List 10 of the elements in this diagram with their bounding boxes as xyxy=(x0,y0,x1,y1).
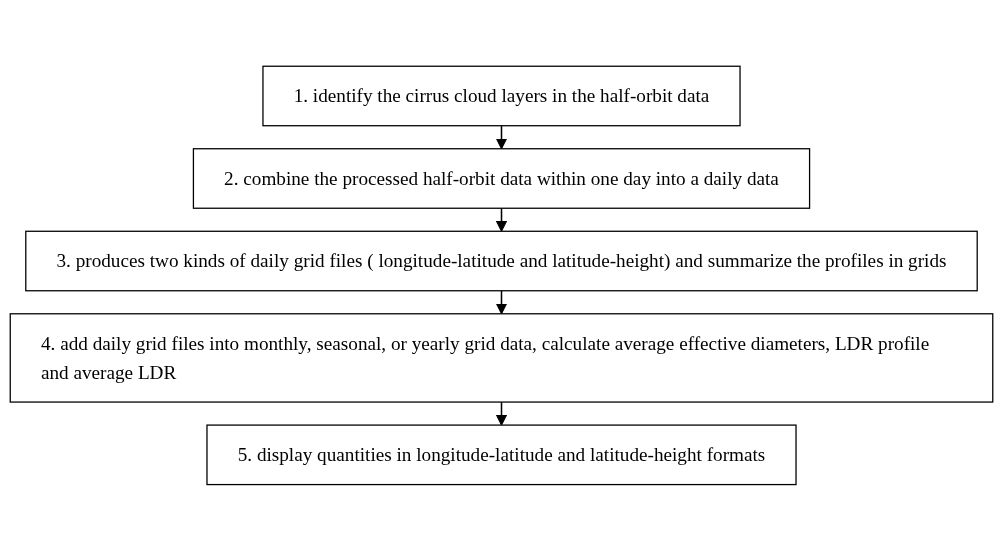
flowchart: 1. identify the cirrus cloud layers in the half-orbit data 2. combine the processed half-orbit data within one day into a daily data 3. produces two kinds of daily grid files ( longitude-latitude and latitude-height) and summarize the profiles in grids 4. add daily grid files into monthly, seasonal, or yearly grid data, calculate average effective diameters, LDR profile and average LDR 5. display quantities in longitude-latitude and latitude-height formats xyxy=(0,55,1003,495)
node-box xyxy=(206,424,797,485)
arrow xyxy=(495,289,508,314)
node-box xyxy=(9,312,994,403)
arrow xyxy=(495,124,508,149)
node-box xyxy=(192,147,811,209)
arrow xyxy=(495,207,508,232)
node-box xyxy=(262,65,741,126)
node-box xyxy=(25,230,978,291)
arrow xyxy=(495,400,508,426)
